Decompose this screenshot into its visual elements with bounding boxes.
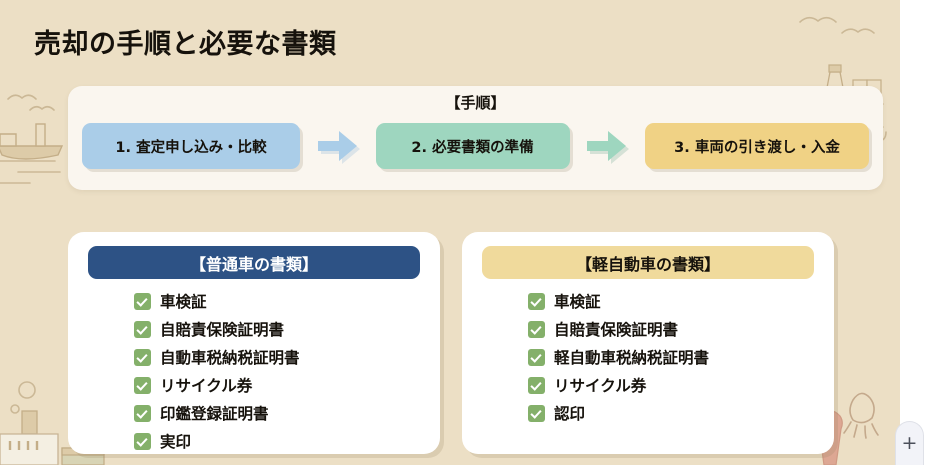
document-list-standard-car: 車検証 自賠責保険証明書 自動車税納税証明書 リサイクル券 印鑑登録証明書 [134, 288, 300, 456]
document-label: 軽自動車税納税証明書 [554, 349, 710, 367]
list-item: 印鑑登録証明書 [134, 400, 300, 426]
list-item: 軽自動車税納税証明書 [528, 344, 709, 370]
list-item: 車検証 [528, 288, 709, 314]
document-label: 車検証 [160, 293, 207, 311]
document-label: 認印 [554, 405, 586, 423]
list-item: リサイクル券 [134, 372, 300, 398]
check-icon [134, 292, 151, 310]
list-item: 認印 [528, 400, 709, 426]
flow-step-3[interactable]: 3. 車両の引き渡し・入金 [645, 123, 869, 169]
bubble-icon [10, 381, 36, 414]
list-item: リサイクル券 [528, 372, 709, 398]
document-label: 車検証 [554, 293, 601, 311]
check-icon [134, 320, 151, 338]
check-icon [528, 376, 545, 394]
check-icon [528, 404, 545, 422]
check-icon [528, 292, 545, 310]
list-item: 自動車税納税証明書 [134, 344, 300, 370]
flow-step-2[interactable]: 2. 必要書類の準備 [375, 123, 570, 169]
list-item: 自賠責保険証明書 [528, 316, 709, 342]
document-label: 印鑑登録証明書 [160, 405, 269, 423]
seagull-icon [7, 94, 55, 111]
check-icon [134, 404, 151, 422]
check-icon [528, 320, 545, 338]
document-label: 実印 [160, 433, 192, 451]
list-item: 車検証 [134, 288, 300, 314]
document-label: リサイクル券 [160, 377, 253, 395]
document-label: 自賠責保険証明書 [160, 321, 285, 339]
water-line [0, 160, 61, 184]
card-header-standard-car: 【普通車の書類】 [88, 246, 420, 279]
flow-caption: 【手順】 [445, 94, 506, 112]
list-item: 実印 [134, 428, 300, 454]
flow-panel: 【手順】 1. 査定申し込み・比較 2. 必要書類の準備 [68, 86, 883, 190]
flow-step-1-label: 1. 査定申し込み・比較 [115, 139, 267, 156]
flow-steps-row: 1. 査定申し込み・比較 2. 必要書類の準備 [82, 117, 869, 175]
document-list-kei-car: 車検証 自賠責保険証明書 軽自動車税納税証明書 リサイクル券 認印 [528, 288, 709, 428]
check-icon [134, 348, 151, 366]
seagull-icon [799, 16, 875, 34]
ship-icon [0, 123, 64, 160]
card-header-kei-car: 【軽自動車の書類】 [482, 246, 814, 279]
document-card-kei-car: 【軽自動車の書類】 車検証 自賠責保険証明書 軽自動車税納税証明書 リサイクル券 [462, 232, 834, 454]
flow-step-2-label: 2. 必要書類の準備 [411, 139, 534, 156]
flow-step-3-label: 3. 車両の引き渡し・入金 [674, 139, 840, 156]
squid-icon [843, 392, 879, 439]
list-item: 自賠責保険証明書 [134, 316, 300, 342]
arrow-step2-to-step3 [581, 124, 633, 168]
page-title: 売却の手順と必要な書類 [34, 29, 337, 60]
document-label: 自賠責保険証明書 [554, 321, 679, 339]
check-icon [528, 348, 545, 366]
flow-step-1[interactable]: 1. 査定申し込み・比較 [82, 123, 300, 169]
document-label: リサイクル券 [554, 377, 647, 395]
page-canvas: 売却の手順と必要な書類 【手順】 1. 査定申し込み・比較 2. 必要書類の準備 [0, 0, 900, 465]
add-button[interactable]: + [895, 421, 924, 465]
check-icon [134, 376, 151, 394]
check-icon [134, 432, 151, 450]
arrow-step1-to-step2 [312, 124, 364, 168]
document-label: 自動車税納税証明書 [160, 349, 300, 367]
document-card-standard-car: 【普通車の書類】 車検証 自賠責保険証明書 自動車税納税証明書 リサイクル券 [68, 232, 440, 454]
